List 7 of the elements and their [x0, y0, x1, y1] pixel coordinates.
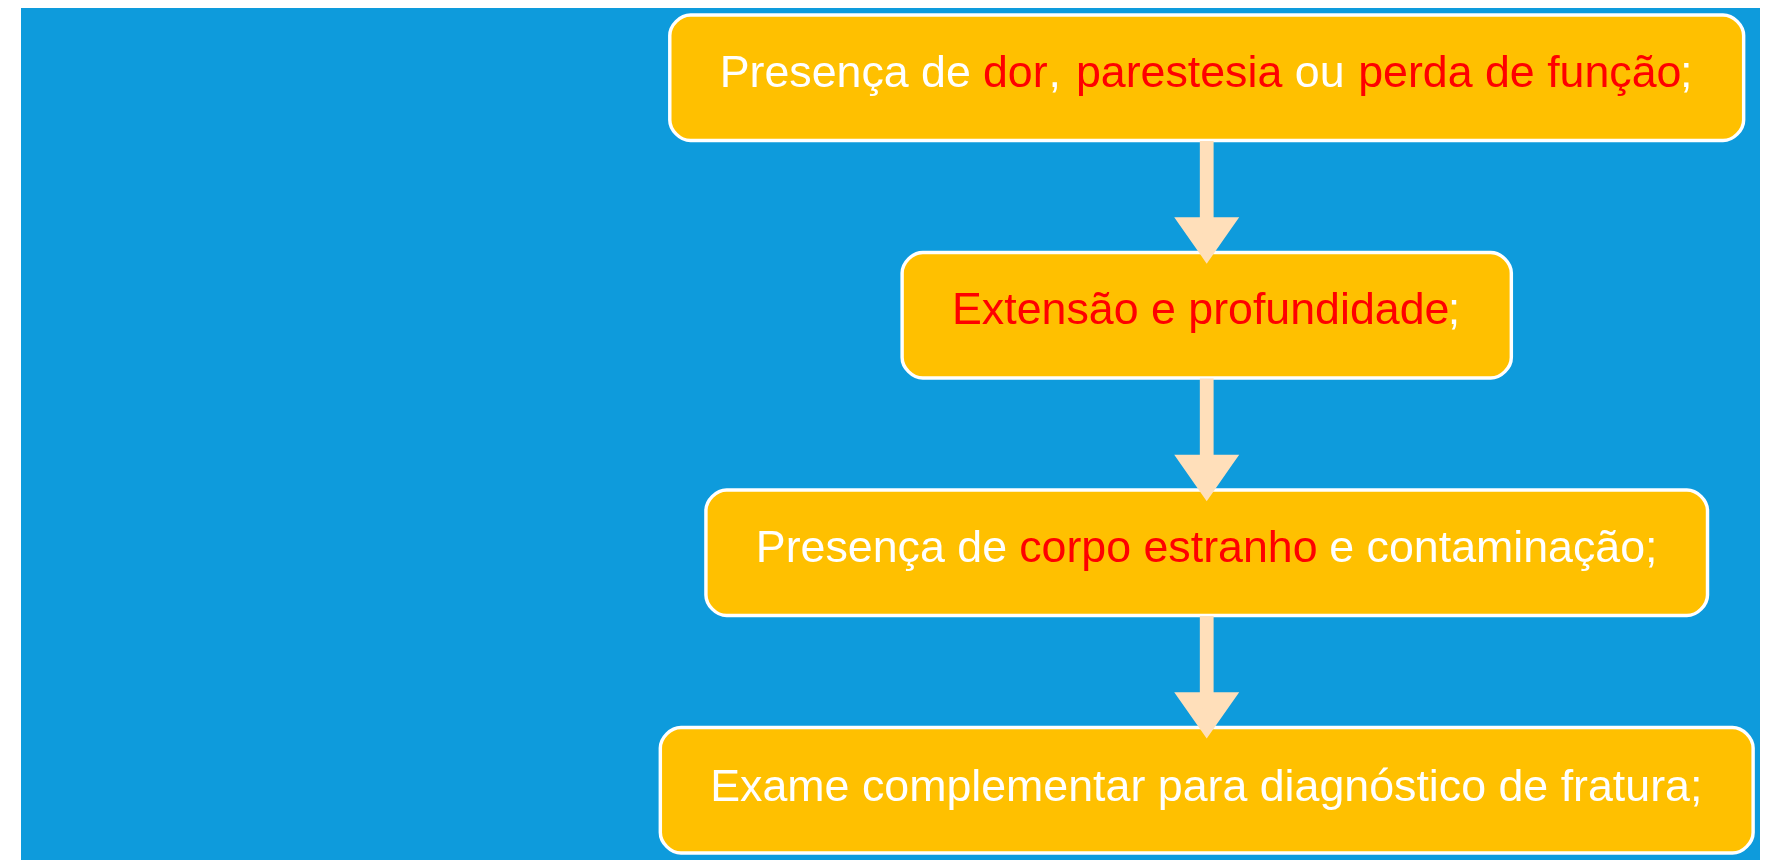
node-box: Presença de corpo estranho e contaminação;	[703, 488, 1709, 618]
arrow	[1173, 615, 1239, 739]
node-box: Exame complementar para diagnóstico de fratura;	[658, 725, 1755, 855]
arrow	[1173, 141, 1239, 264]
arrow	[1173, 378, 1239, 502]
node-box: Presença de dor, parestesia ou perda de função;	[667, 13, 1745, 143]
node-box: Extensão e profundidade;	[899, 250, 1513, 380]
